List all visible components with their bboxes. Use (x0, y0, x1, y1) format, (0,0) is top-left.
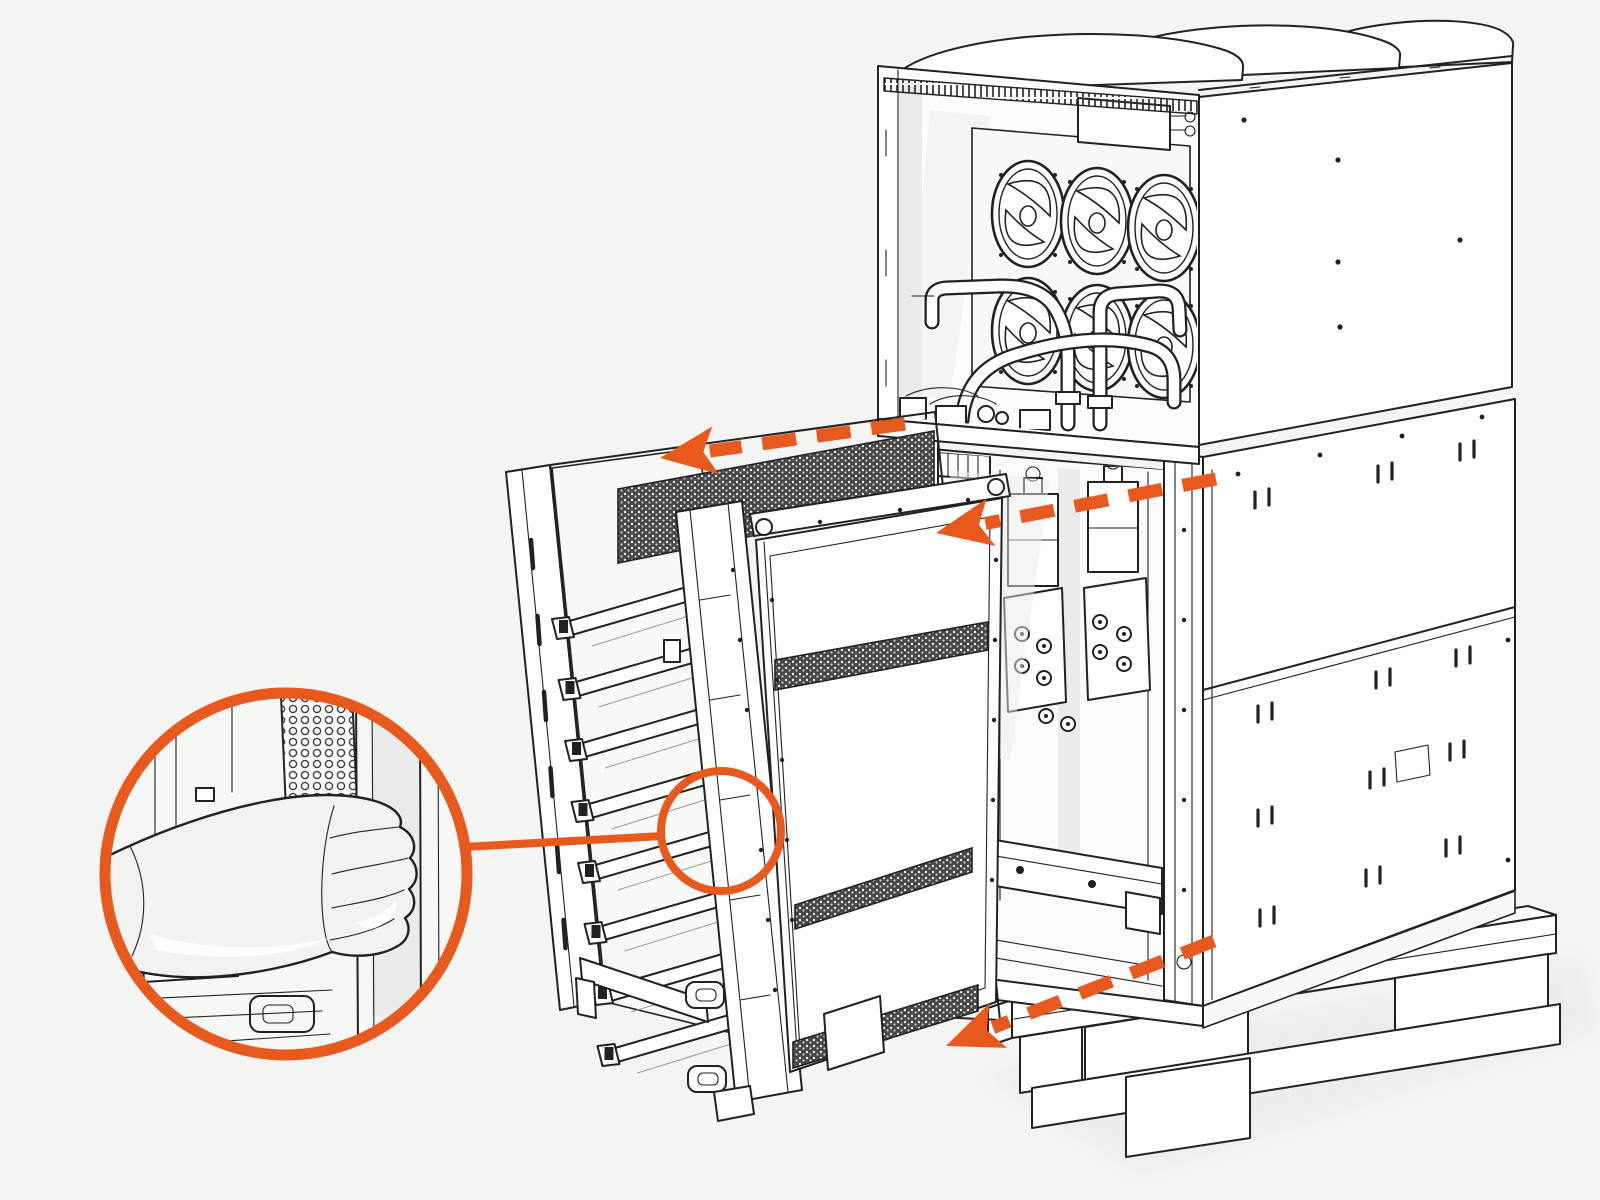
middle-panel-removal-arrow (936, 472, 1218, 546)
louver-slat (551, 581, 711, 647)
louver-foot (575, 977, 597, 1019)
middle-panel-removal-arrow-dashes (984, 472, 1218, 530)
rail-slot (561, 917, 568, 951)
middle-panel-removal-arrow-head (936, 498, 996, 546)
refrigerant-piping (911, 278, 1188, 432)
front-door-panel (749, 473, 1011, 1073)
callout-connector-line (463, 832, 664, 851)
callout-small-circle (657, 767, 785, 895)
door-foot (823, 995, 885, 1071)
door-screws (769, 497, 999, 923)
upper-front-opening (877, 65, 1200, 448)
door-frame-rail (663, 500, 803, 1122)
fan (1059, 166, 1135, 276)
fan (990, 159, 1066, 269)
upper-right-side-panel (1198, 62, 1513, 446)
fan (1126, 173, 1197, 283)
lower-panel-removal-arrow (946, 934, 1217, 1048)
louver-bottom-rail (579, 957, 709, 1023)
vent-grille (279, 693, 359, 812)
brush-seal-strip (883, 77, 1198, 115)
lower-cabinet (899, 398, 1516, 1029)
upper-cabinet (877, 19, 1515, 465)
frame-rail-foot (713, 1085, 755, 1122)
side-panel-screws (1235, 414, 1511, 863)
rail-slot (548, 765, 555, 799)
rail-slot (528, 537, 536, 571)
door-top-rail (749, 473, 1011, 537)
panel-hook-lower (687, 1065, 727, 1093)
louver-slat (583, 886, 744, 952)
side-panel-label-cutout (1394, 744, 1431, 783)
upper-panel-removal-arrow-dashes (709, 417, 906, 458)
gloved-hand (105, 793, 418, 979)
rail-slot (541, 689, 549, 723)
door-lower-vent-mesh (794, 846, 973, 931)
panel-hook-upper (685, 981, 725, 1009)
rail-slot-cutouts (528, 537, 568, 951)
lower-panel-removal-arrow-dashes (990, 934, 1217, 1034)
callout-big-circle (99, 687, 473, 1061)
rail-slot (535, 613, 542, 647)
detail-callout (99, 687, 785, 1061)
lower-front-right-post (1163, 451, 1204, 1007)
removal-arrows (660, 417, 1218, 1048)
pallet-runner-block (1125, 1057, 1251, 1158)
upper-panel-removal-arrow-head (660, 426, 719, 475)
callout-content (105, 693, 467, 1055)
rail-slot (554, 841, 562, 875)
lower-panel-removal-arrow-head (946, 1003, 1007, 1048)
frame-latch-nub (663, 639, 681, 663)
side-panel-slots (1253, 439, 1476, 928)
upper-panel-removal-arrow (660, 417, 906, 475)
